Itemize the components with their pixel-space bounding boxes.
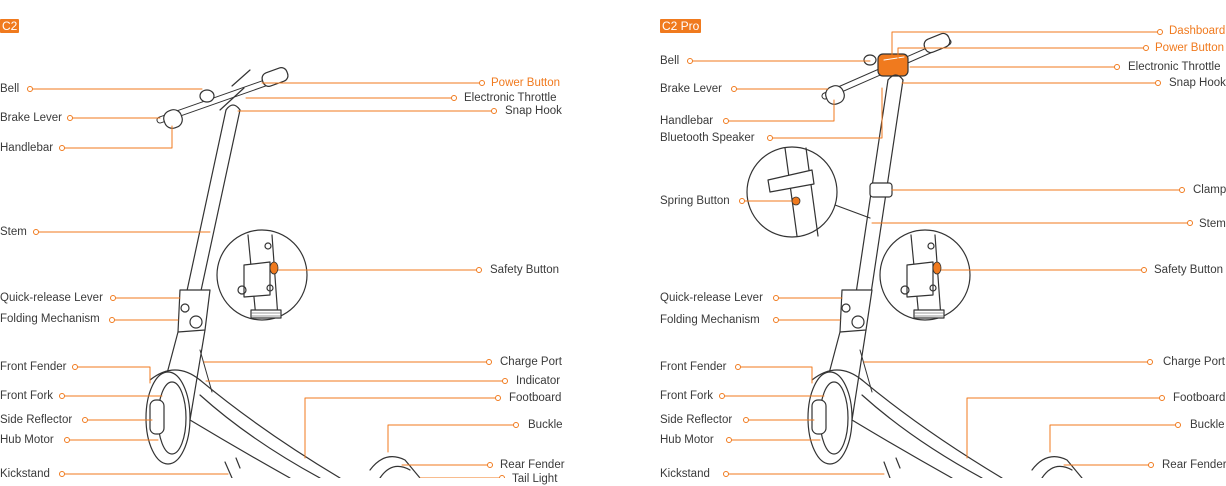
c2-label-side-reflector: Side Reflector <box>0 414 73 426</box>
c2-label-front-fork: Front Fork <box>0 390 54 402</box>
c2pro-label-spring-button: Spring Button <box>660 195 730 207</box>
c2-label-hub-motor: Hub Motor <box>0 434 54 446</box>
c2pro-label-stem: Stem <box>1199 218 1226 230</box>
c2-label-indicator: Indicator <box>516 375 561 387</box>
c2-label-charge-port: Charge Port <box>500 356 563 368</box>
c2-label-snap-hook: Snap Hook <box>505 105 562 117</box>
c2pro-label-power-button: Power Button <box>1155 42 1225 54</box>
c2-label-electronic-throttle: Electronic Throttle <box>464 92 557 104</box>
c2-label-handlebar: Handlebar <box>0 142 54 154</box>
c2pro-label-side-reflector: Side Reflector <box>660 414 733 426</box>
panel-title-c2: C2 <box>0 19 20 33</box>
c2-label-footboard: Footboard <box>509 392 562 404</box>
c2-label-stem: Stem <box>0 226 27 238</box>
c2pro-label-handlebar: Handlebar <box>660 115 714 127</box>
c2-label-rear-fender: Rear Fender <box>500 459 565 471</box>
c2pro-label-hub-motor: Hub Motor <box>660 434 714 446</box>
c2pro-label-snap-hook: Snap Hook <box>1169 77 1226 89</box>
c2pro-label-electronic-throttle: Electronic Throttle <box>1128 61 1221 73</box>
c2pro-label-kickstand: Kickstand <box>660 468 710 480</box>
c2pro-label-bluetooth-speaker: Bluetooth Speaker <box>660 132 755 144</box>
c2pro-label-clamp: Clamp <box>1193 184 1226 196</box>
c2pro-label-buckle: Buckle <box>1190 419 1225 431</box>
callout-leader-lines <box>27 29 1193 478</box>
c2pro-label-front-fork: Front Fork <box>660 390 714 402</box>
c2pro-label-rear-fender: Rear Fender <box>1162 459 1226 471</box>
panel-title-c2-pro: C2 Pro <box>660 19 702 33</box>
c2-label-front-fender: Front Fender <box>0 361 67 373</box>
c2pro-label-quick-release-lever: Quick-release Lever <box>660 292 763 304</box>
c2-label-safety-button: Safety Button <box>490 264 560 276</box>
c2-label-folding-mechanism: Folding Mechanism <box>0 313 100 325</box>
c2pro-label-front-fender: Front Fender <box>660 361 727 373</box>
c2-label-kickstand: Kickstand <box>0 468 50 480</box>
c2pro-label-charge-port: Charge Port <box>1163 356 1226 368</box>
c2pro-label-footboard: Footboard <box>1173 392 1226 404</box>
c2pro-scooter-drawing <box>746 32 1083 478</box>
c2-label-bell: Bell <box>0 83 20 95</box>
c2-label-brake-lever: Brake Lever <box>0 112 63 124</box>
c2pro-label-folding-mechanism: Folding Mechanism <box>660 314 760 326</box>
c2-label-buckle: Buckle <box>528 419 563 431</box>
c2pro-label-safety-button: Safety Button <box>1154 264 1224 276</box>
c2-label-power-button: Power Button <box>491 77 561 89</box>
c2pro-label-dashboard: Dashboard <box>1169 25 1226 37</box>
c2pro-label-brake-lever: Brake Lever <box>660 83 723 95</box>
c2-label-tail-light: Tail Light <box>512 473 558 485</box>
c2-scooter-drawing <box>145 67 421 478</box>
c2pro-label-bell: Bell <box>660 55 680 67</box>
c2-label-quick-release-lever: Quick-release Lever <box>0 292 103 304</box>
